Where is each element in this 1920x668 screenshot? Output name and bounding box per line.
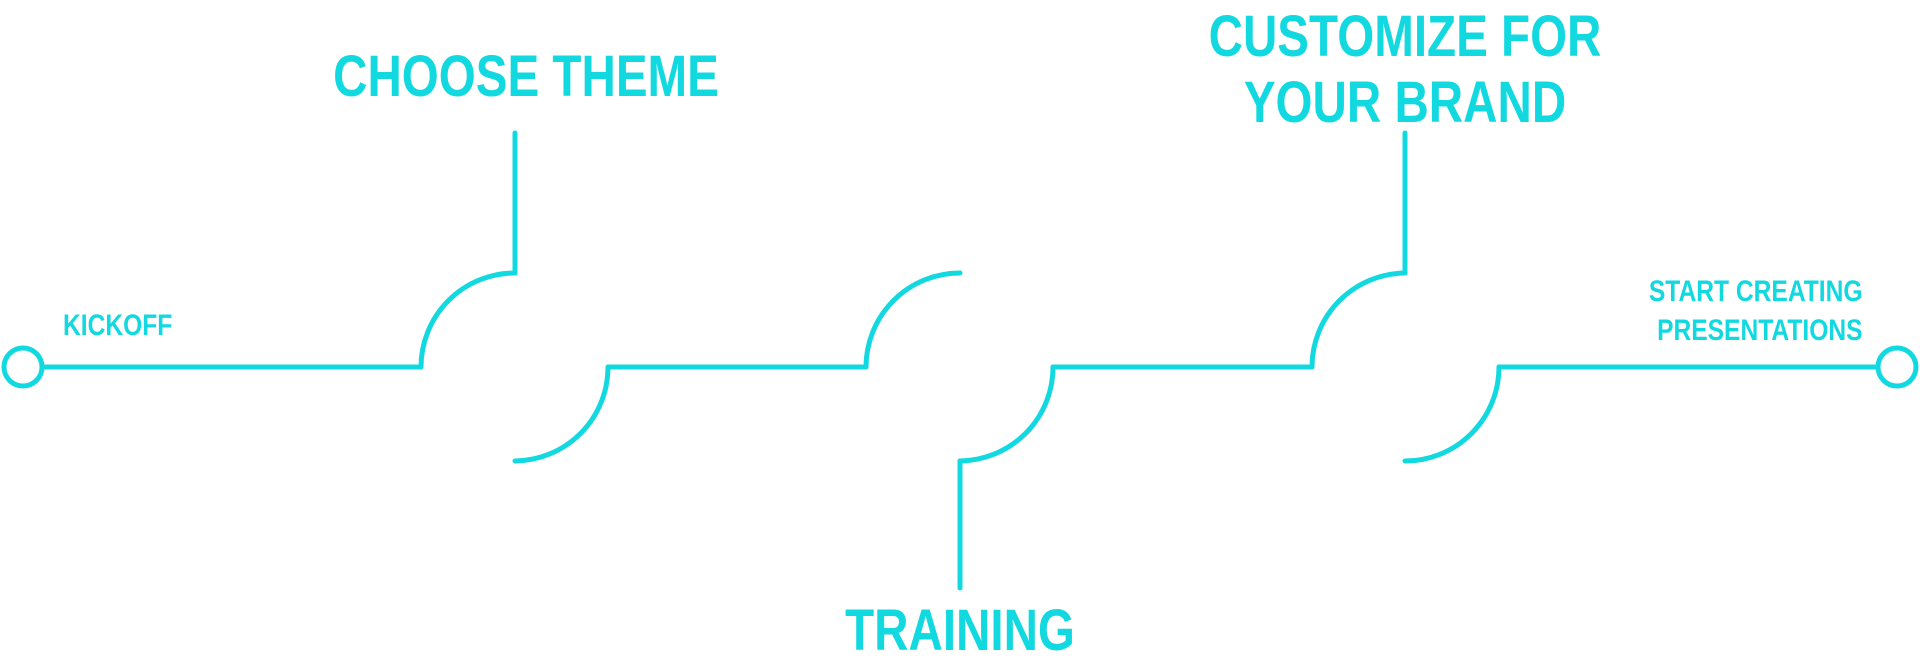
arc-customize-top — [1309, 270, 1408, 370]
end-node-label-line-1: START CREATING — [1649, 275, 1863, 308]
arc-training-top — [863, 270, 963, 370]
step-label-training-line-1: TRAINING — [845, 598, 1075, 663]
arc-training-bottom — [957, 364, 1056, 464]
end-node-label-line-2: PRESENTATIONS — [1657, 314, 1863, 347]
start-node-label: KICKOFF — [63, 309, 173, 342]
step-label-customize-line-2: YOUR BRAND — [1243, 70, 1567, 135]
step-label-choose-theme-line-1: CHOOSE THEME — [333, 44, 719, 109]
arc-choose-theme-top — [418, 270, 518, 370]
arc-customize-bottom — [1402, 364, 1502, 464]
end-node-circle — [1875, 345, 1919, 389]
step-label-customize-line-1: CUSTOMIZE FOR — [1208, 4, 1602, 69]
arc-choose-theme-bottom — [512, 364, 611, 464]
end-node-label: START CREATING PRESENTATIONS — [1649, 272, 1863, 350]
start-node-circle — [1, 345, 45, 389]
